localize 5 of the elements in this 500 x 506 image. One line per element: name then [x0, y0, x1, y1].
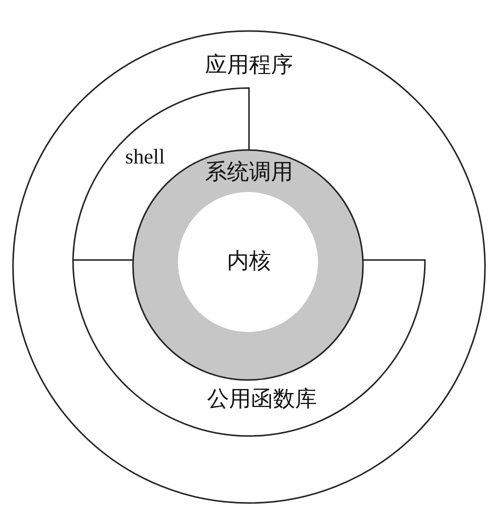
region-label: 内核: [227, 251, 271, 273]
region-label: 应用程序: [205, 55, 293, 77]
region-label: shell: [125, 146, 165, 168]
region-label: 系统调用: [205, 162, 293, 184]
region-label: 公用函数库: [207, 389, 317, 411]
